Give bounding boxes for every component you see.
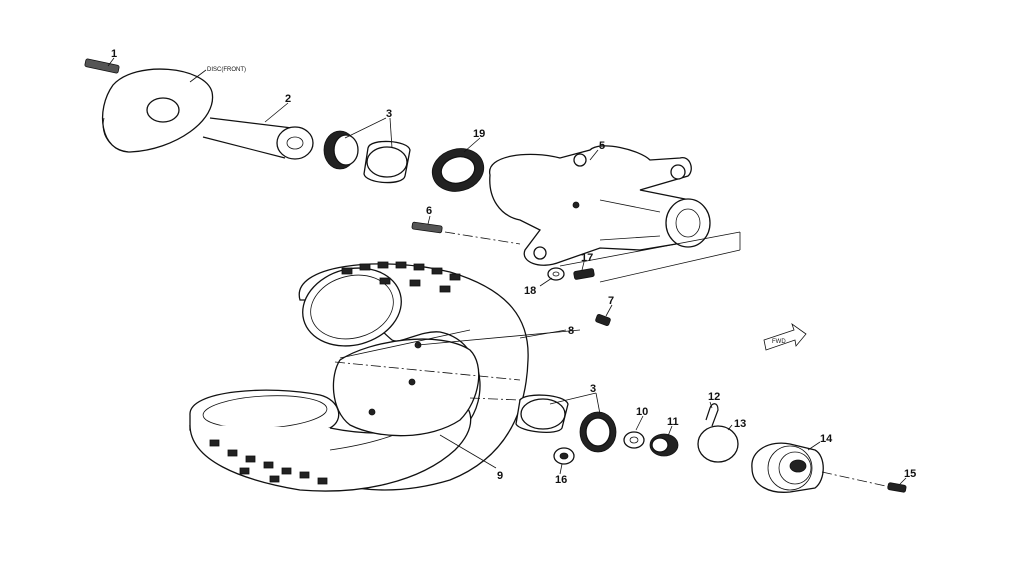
label-10: 10 [636,406,648,418]
label-3-lower: 3 [590,383,596,395]
part-11-nut [649,433,679,457]
part-5-knuckle [489,145,711,266]
part-12-cotter-pin [705,403,719,427]
label-12: 12 [708,391,720,403]
label-18: 18 [524,285,536,297]
part-7-valve [595,314,611,326]
label-2: 2 [285,93,291,105]
part-14-hub-cap [751,442,824,493]
part-3-upper-bearing [323,130,359,170]
label-1: 1 [111,48,117,60]
label-11: 11 [667,416,679,428]
part-labels: 1 DISC(FRONT) 2 3 19 5 6 17 18 7 8 3 12 … [111,48,916,486]
label-14: 14 [820,433,833,445]
part-3-upper-race [363,140,411,184]
tire-section [189,261,529,492]
label-6: 6 [426,205,432,217]
part-17-bolt [573,268,595,280]
label-9: 9 [497,470,503,482]
brake-disc [101,68,214,153]
part-13-o-ring [697,425,739,463]
leader-lines [107,57,907,485]
label-7: 7 [608,295,614,307]
label-disc-front: DISC(FRONT) [207,67,246,73]
part-15-bolt [821,471,907,493]
part-10-washer [623,431,645,449]
label-16: 16 [555,474,567,486]
part-18-washer [547,267,565,281]
label-17: 17 [581,252,593,264]
part-3-lower-bearing [579,411,617,453]
label-15: 15 [904,468,916,480]
label-3-upper: 3 [386,108,392,120]
part-19-seal [431,148,485,192]
label-13: 13 [734,418,746,430]
part-6-bolt [411,221,521,245]
forward-arrow-icon: FWD [763,322,807,351]
label-5: 5 [599,140,605,152]
part-16-spacer [553,447,575,465]
tread-blocks [209,261,461,485]
fwd-label: FWD [772,339,786,345]
part-1-bolt [84,58,120,74]
part-2-axle [202,117,314,160]
part-3-lower-race [515,394,569,434]
label-19: 19 [473,128,485,140]
part-9-rim [332,329,521,437]
label-8: 8 [568,325,574,337]
